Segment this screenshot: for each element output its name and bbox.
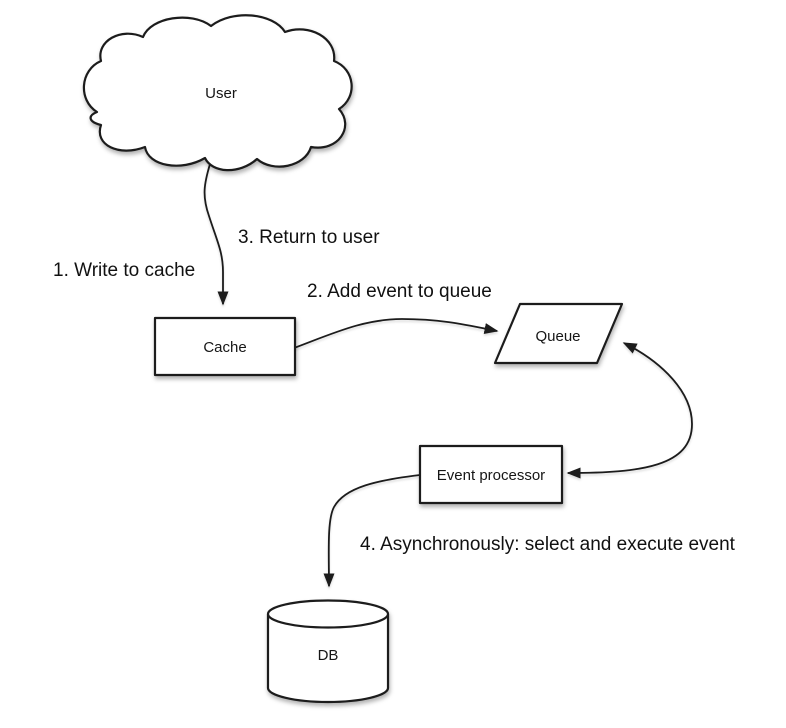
node-cache: Cache (153, 316, 297, 377)
edge-queue-event-processor (566, 342, 693, 479)
edge-label-step1: 1. Write to cache (53, 260, 195, 281)
node-queue: Queue (493, 302, 624, 365)
edge-event-processor-to-db (323, 474, 421, 588)
node-user: User (82, 14, 353, 172)
queue-parallelogram (493, 302, 624, 365)
node-label-event-processor: Event processor (437, 467, 545, 484)
node-label-user: User (205, 85, 237, 102)
db-cylinder-top (266, 599, 390, 629)
cloud-shape (82, 14, 353, 172)
edge-cache-to-queue (293, 318, 499, 349)
node-label-queue: Queue (535, 328, 580, 345)
node-event-processor: Event processor (418, 444, 564, 505)
node-label-cache: Cache (203, 339, 246, 356)
edge-label-step3: 3. Return to user (238, 227, 380, 248)
edge-label-step4: 4. Asynchronously: select and execute ev… (360, 534, 736, 555)
node-db: DB (266, 599, 390, 704)
cache-rectangle (153, 316, 297, 377)
node-label-db: DB (318, 647, 339, 664)
event-processor-rectangle (418, 444, 564, 505)
edge-label-step2: 2. Add event to queue (307, 281, 492, 302)
diagram-edges (203, 163, 693, 588)
edge-user-to-cache (203, 163, 229, 306)
db-cylinder-body (266, 614, 390, 704)
